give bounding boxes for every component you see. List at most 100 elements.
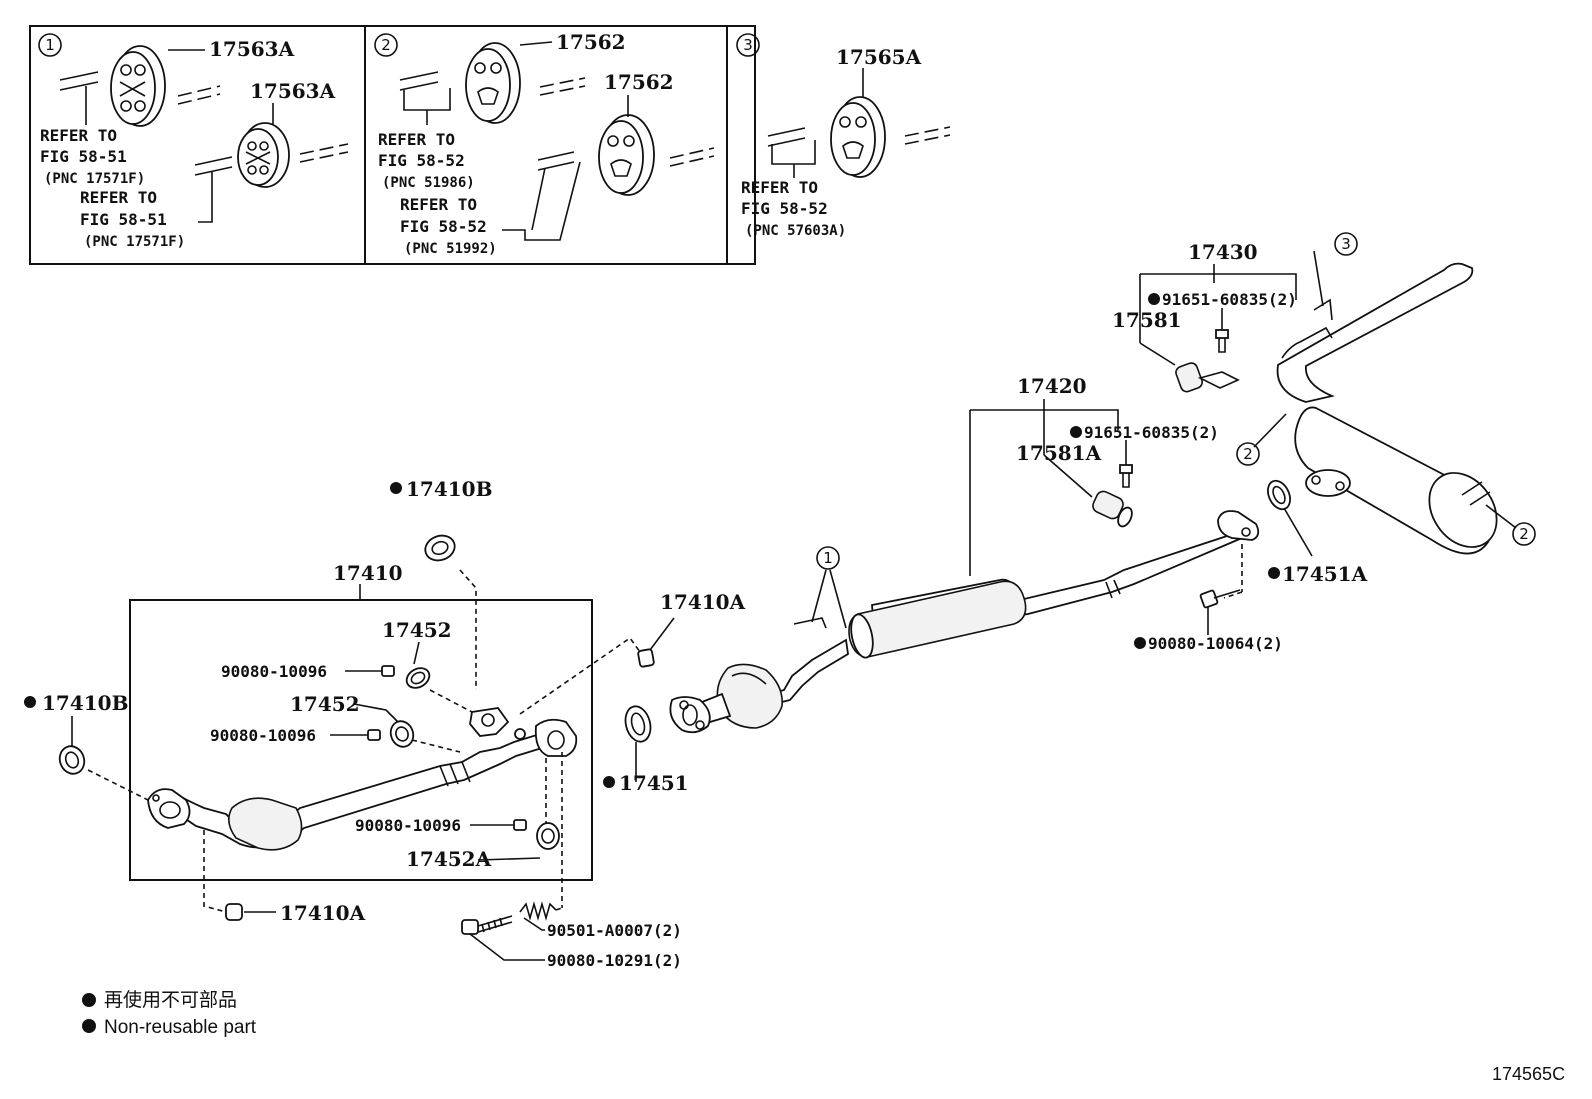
part-label-17451: 17451 — [619, 771, 689, 795]
part-label-91651-60835: 91651-60835(2) — [1162, 290, 1297, 309]
inset-number: 1 — [45, 36, 55, 54]
callout-1-hangers: 1 — [793, 546, 847, 629]
non-reusable-marker — [82, 993, 96, 1007]
nut-17410A-top: 17410A — [519, 590, 746, 715]
non-reusable-marker — [1148, 293, 1160, 305]
part-label-90080-10096: 90080-10096 — [210, 726, 316, 745]
spring-90501-A0007: 90501-A0007(2) — [519, 901, 682, 940]
muffler-body — [1294, 406, 1498, 555]
part-label-90501-A0007: 90501-A0007(2) — [547, 921, 682, 940]
part-label-17581: 17581 — [1112, 308, 1182, 332]
callout-circle — [816, 546, 840, 570]
figure-ref-text: FIG 58-52 — [378, 151, 465, 170]
non-reusable-marker — [24, 696, 36, 708]
inset-panels: 1 17563A REFER TO FIG 58-51 (PNC 17571F) — [29, 25, 951, 265]
legend-japanese: 再使用不可部品 — [104, 989, 237, 1011]
callout-circle — [1512, 522, 1536, 546]
bolt-90080-10291: 90080-10291(2) — [461, 915, 682, 970]
pnc-ref-text: (PNC 51992) — [404, 241, 497, 257]
refer-to-text: REFER TO — [80, 188, 157, 207]
front-pipe-assembly-17410: 17410 90080-10096 17452 — [129, 561, 593, 908]
rubber-hanger-17562-upper — [465, 42, 521, 124]
rear-flange — [1217, 510, 1260, 541]
exhaust-hanger-rubber — [1092, 490, 1133, 528]
callout-number: 2 — [1519, 525, 1529, 543]
exhaust-hanger-clamp — [1175, 362, 1240, 393]
gasket-17410B-top: 17410B — [390, 477, 492, 690]
non-reusable-marker — [1070, 426, 1082, 438]
legend-non-reusable: Non-reusable part — [104, 1017, 257, 1038]
rubber-hanger-17563A-lower — [237, 122, 290, 188]
pnc-ref-text: (PNC 57603A) — [745, 223, 846, 239]
figure-ref-text: FIG 58-52 — [741, 199, 828, 218]
part-label-17452A: 17452A — [406, 847, 492, 871]
outlet-flange — [534, 718, 578, 757]
part-label-17410B: 17410B — [42, 691, 128, 715]
center-pipe-assembly-17420: 17420 91651-60835(2) 17581A — [848, 374, 1260, 659]
inset-2: 2 17562 REFER TO FIG 58-52 (PNC 51986) — [374, 30, 715, 257]
part-label-17581A: 17581A — [1016, 441, 1102, 465]
refer-to-text: REFER TO — [40, 126, 117, 145]
part-label-17451A: 17451A — [1282, 562, 1368, 586]
callout-circle — [1236, 442, 1260, 466]
part-label-90080-10291: 90080-10291(2) — [547, 951, 682, 970]
non-reusable-marker — [82, 1019, 96, 1033]
inset-1: 1 17563A REFER TO FIG 58-51 (PNC 17571F) — [38, 33, 349, 250]
non-reusable-marker — [1268, 567, 1280, 579]
gasket-17451A: 17451A — [1267, 479, 1368, 586]
part-label-90080-10096: 90080-10096 — [221, 662, 327, 681]
inlet-flange — [1305, 469, 1351, 497]
part-label-17563A: 17563A — [209, 37, 295, 61]
refer-to-text: REFER TO — [378, 130, 455, 149]
rubber-hanger-17562-lower — [598, 114, 655, 196]
nut-17410A-bottom: 17410A — [203, 830, 366, 925]
bolt-icon — [1119, 440, 1133, 488]
part-label-17452: 17452 — [290, 692, 360, 716]
bolt-icon — [1215, 308, 1229, 353]
pnc-ref-text: (PNC 51986) — [382, 175, 475, 191]
inset-frame — [29, 25, 756, 265]
non-reusable-marker — [1134, 637, 1146, 649]
pnc-ref-text: (PNC 17571F) — [44, 171, 145, 187]
part-label-90080-10096: 90080-10096 — [355, 816, 461, 835]
figure-ref-text: FIG 58-52 — [400, 217, 487, 236]
clamp-17452A: 90080-10096 17452A — [355, 816, 560, 871]
part-label-17410A: 17410A — [660, 590, 746, 614]
clamp-17452-lower: 90080-10096 17452 — [210, 692, 461, 753]
refer-to-text: REFER TO — [741, 178, 818, 197]
part-label-17430: 17430 — [1188, 240, 1258, 264]
front-catalytic-pipe — [669, 638, 849, 734]
part-label-17452: 17452 — [382, 618, 452, 642]
non-reusable-marker — [603, 776, 615, 788]
manifold-flange — [147, 788, 191, 829]
part-label-17410A: 17410A — [280, 901, 366, 925]
clamp-17452-upper: 90080-10096 17452 — [221, 618, 473, 713]
front-flange — [669, 696, 711, 734]
figure-ref-text: FIG 58-51 — [80, 210, 167, 229]
inset-number-circle — [38, 33, 62, 57]
gasket-17451: 17451 — [603, 705, 689, 795]
part-label-91651-60835: 91651-60835(2) — [1084, 423, 1219, 442]
callout-number: 1 — [823, 549, 833, 567]
callout-circle — [1334, 232, 1358, 256]
inset-number-circle — [374, 33, 398, 57]
inset-3: 3 17565A REFER TO FIG 58-52 (PNC 57603A) — [736, 33, 951, 239]
figure-ref-text: FIG 58-51 — [40, 147, 127, 166]
assembly-17410-box — [129, 599, 593, 881]
part-label-17562: 17562 — [556, 30, 626, 54]
part-label-17565A: 17565A — [836, 45, 922, 69]
gasket-17410B-left: 17410B — [24, 691, 149, 801]
callout-number: 2 — [1243, 445, 1253, 463]
inset-number: 3 — [743, 36, 753, 54]
non-reusable-marker — [390, 482, 402, 494]
figure-code: 174565C — [1492, 1064, 1565, 1084]
rubber-hanger-17565A — [830, 96, 886, 178]
inset-number-circle — [736, 33, 760, 57]
part-label-17563A: 17563A — [250, 79, 336, 103]
part-label-17410B: 17410B — [406, 477, 492, 501]
rubber-hanger-17563A-upper — [110, 45, 166, 127]
sensor-boss — [469, 707, 526, 740]
part-label-17562: 17562 — [604, 70, 674, 94]
part-label-17420: 17420 — [1017, 374, 1087, 398]
